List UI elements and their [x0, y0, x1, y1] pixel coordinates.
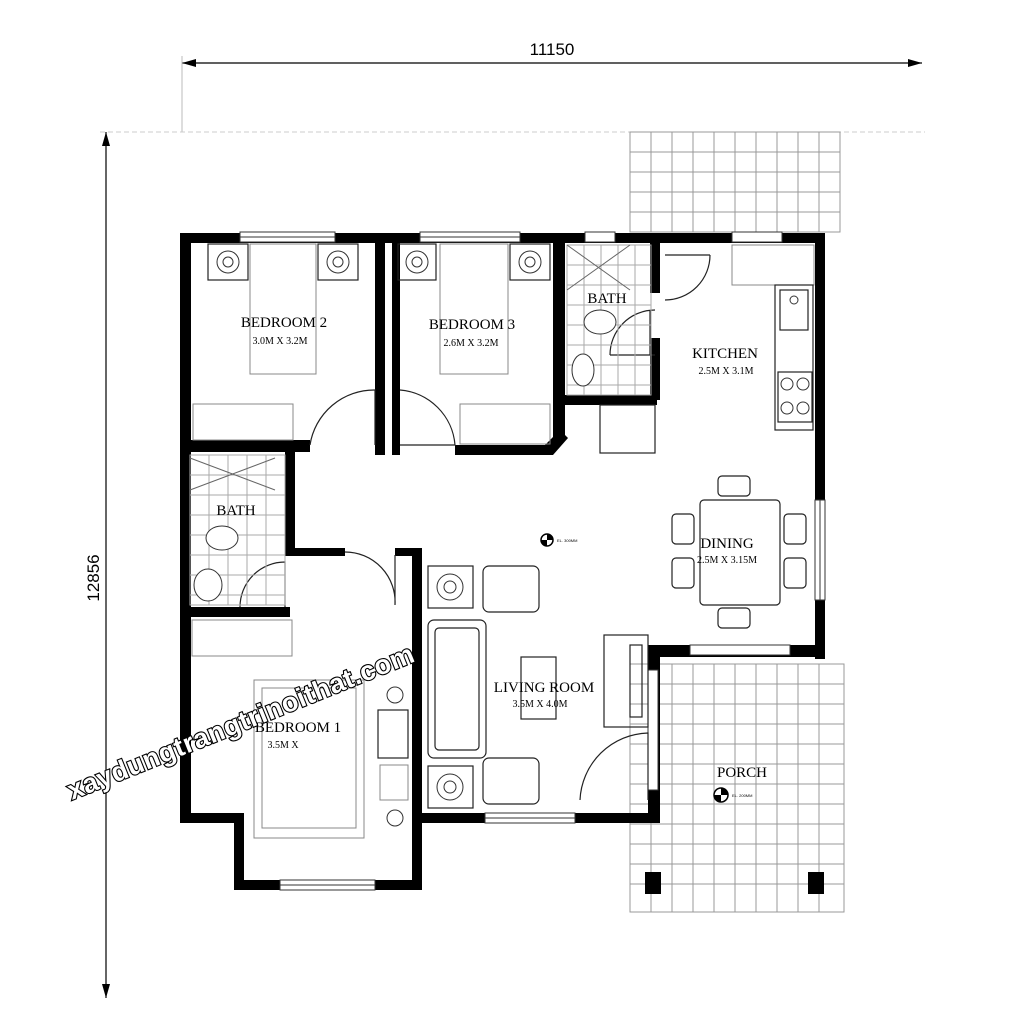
watermark: xaydungtrangtrinoithat.com: [63, 639, 419, 806]
living-elevation-marker: EL. 300MM: [540, 533, 577, 547]
living-room-size: 3.5M X 4.0M: [512, 699, 567, 710]
porch-paving: [629, 663, 845, 913]
bedroom1-label: BEDROOM 1: [255, 720, 341, 736]
room-labels: BEDROOM 2 3.0M X 3.2M BEDROOM 3 2.6M X 3…: [216, 291, 767, 781]
width-dimension: 11150: [181, 40, 922, 132]
porch-elevation-marker: EL. 200MM: [713, 787, 752, 803]
bedroom1-furniture: [191, 619, 409, 839]
living-room-label: LIVING ROOM: [494, 680, 594, 696]
living-furniture: [427, 565, 649, 809]
bath-left-fixtures: [189, 454, 286, 606]
bedroom2-size: 3.0M X 3.2M: [252, 336, 307, 347]
rear-paving: [629, 131, 841, 233]
living-elevation-text: EL. 300MM: [557, 538, 577, 543]
porch-elevation-text: EL. 200MM: [732, 793, 752, 798]
bedroom3-label: BEDROOM 3: [429, 317, 515, 333]
height-dimension: 12856: [84, 131, 925, 998]
dining-label: DINING: [700, 536, 753, 552]
height-dimension-label: 12856: [84, 554, 103, 601]
windows: [239, 231, 826, 891]
kitchen-label: KITCHEN: [692, 346, 758, 362]
doors: [239, 254, 711, 801]
bath-top-fixtures: [566, 244, 656, 454]
bedroom2-furniture: [192, 243, 359, 441]
bedroom2-label: BEDROOM 2: [241, 315, 327, 331]
bedroom3-furniture: [397, 243, 551, 445]
kitchen-size: 2.5M X 3.1M: [698, 366, 753, 377]
bath-left-label: BATH: [216, 503, 255, 519]
bath-top-label: BATH: [587, 291, 626, 307]
bedroom1-size: 3.5M X: [267, 740, 299, 751]
bedroom3-size: 2.6M X 3.2M: [443, 338, 498, 349]
porch-label: PORCH: [717, 765, 767, 781]
width-dimension-label: 11150: [530, 40, 575, 59]
dining-table: [671, 475, 807, 629]
dining-size: 2.5M X 3.15M: [697, 555, 757, 566]
kitchen-fixtures: [731, 244, 815, 431]
